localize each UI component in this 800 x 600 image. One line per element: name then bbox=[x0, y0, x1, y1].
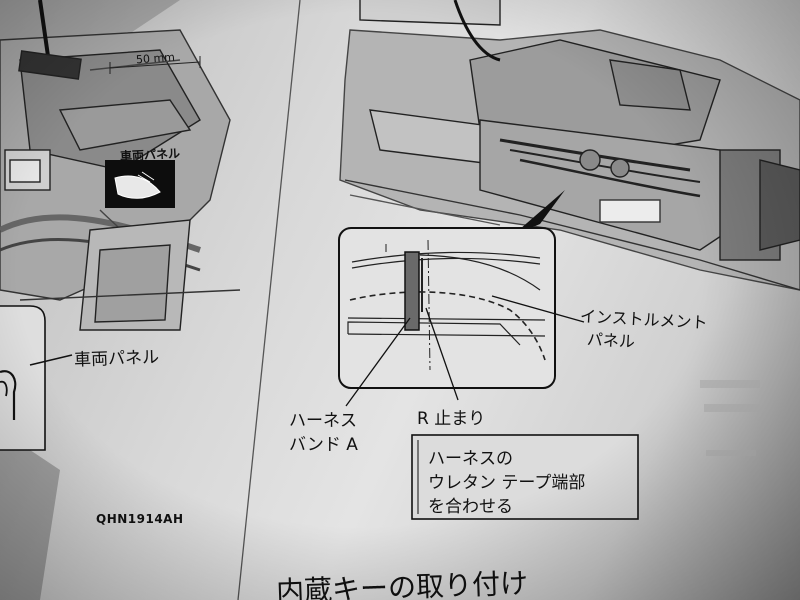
vehicle-panel-label-top: 車両パネル bbox=[119, 146, 181, 164]
note-line-3: を合わせる bbox=[428, 497, 513, 517]
detail-box bbox=[338, 227, 556, 389]
vehicle-panel-label-left: 車両パネル bbox=[73, 347, 160, 371]
margin-ghost-text bbox=[700, 380, 760, 456]
r-stop-label: R 止まり bbox=[417, 409, 486, 429]
harness-band-label-line1: ハーネス bbox=[289, 411, 357, 431]
instrument-panel-label-line2: パネル bbox=[586, 329, 636, 352]
dimension-marker bbox=[109, 56, 201, 74]
column-divider bbox=[237, 0, 301, 600]
note-line-1: ハーネスの bbox=[428, 449, 513, 469]
left-callout-box bbox=[0, 305, 73, 451]
note-line-2: ウレタン テープ端部 bbox=[428, 473, 586, 493]
left-illustration bbox=[0, 0, 241, 331]
corner-shadow bbox=[0, 430, 60, 600]
right-illustration bbox=[339, 0, 800, 291]
figure-code: QHN1914AH bbox=[96, 512, 184, 526]
vehicle-panel-inset bbox=[105, 160, 175, 208]
note-box bbox=[411, 434, 639, 520]
leader-lines bbox=[345, 295, 585, 407]
harness-band-label-line2: バンド A bbox=[289, 435, 358, 455]
dimension-label: 50 mm bbox=[135, 50, 176, 67]
detail-pointer bbox=[512, 190, 565, 236]
